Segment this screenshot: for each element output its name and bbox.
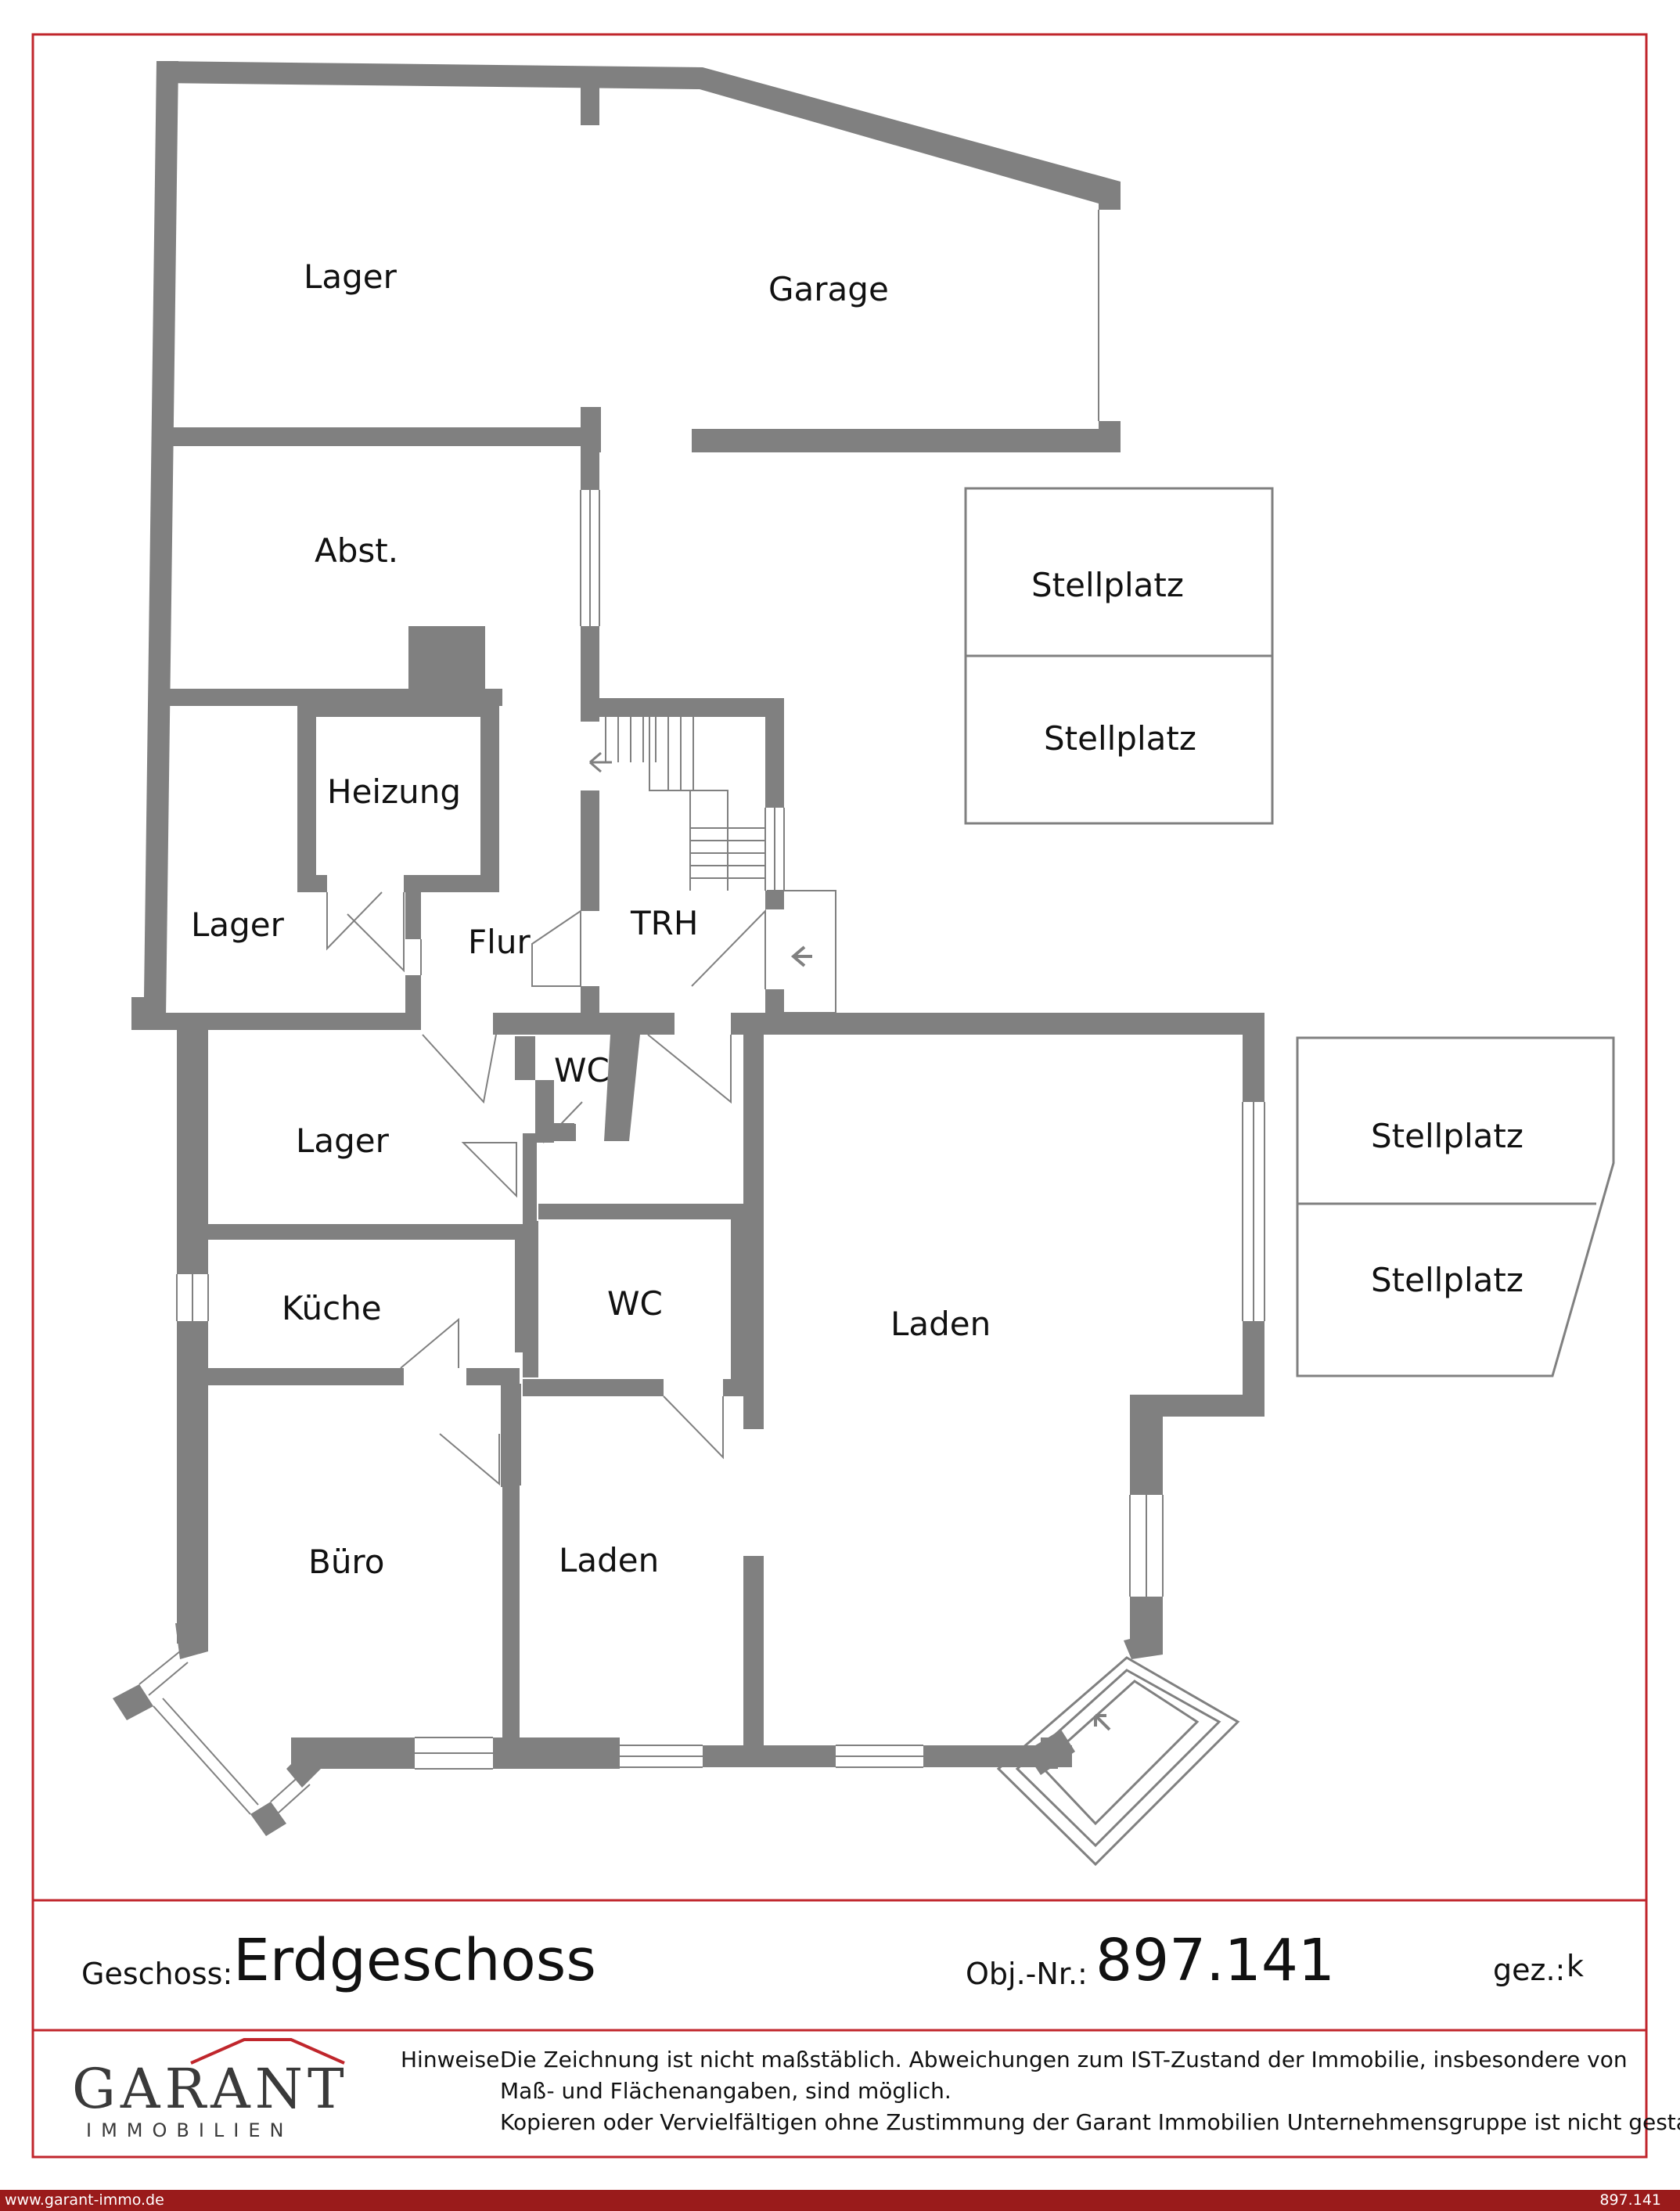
room-label-lager-mid: Lager [191, 906, 285, 944]
room-label-laden-large: Laden [890, 1305, 991, 1343]
doors [326, 707, 836, 1486]
drawn-by-label: gez.: [1493, 1953, 1566, 1987]
logo-wordmark: GARANT [72, 2057, 349, 2121]
room-label-wc-small: WC [554, 1051, 610, 1089]
footer-object-number: 897.141 [1599, 2191, 1661, 2209]
bottom-bar [0, 2190, 1680, 2211]
room-label-trh: TRH [630, 904, 698, 942]
parking-label-2: Stellplatz [1044, 719, 1196, 758]
floor-value: Erdgeschoss [233, 1927, 596, 1994]
garant-logo: GARANT IMMOBILIEN [72, 2035, 349, 2144]
disclaimer-label: Hinweise: [401, 2047, 507, 2072]
floor-label: Geschoss: [81, 1957, 233, 1991]
room-label-heizung: Heizung [327, 772, 461, 811]
parking-label-3: Stellplatz [1371, 1117, 1524, 1155]
object-number-label: Obj.-Nr.: [966, 1957, 1088, 1991]
object-number-value: 897.141 [1095, 1927, 1336, 1994]
website-url: www.garant-immo.de [5, 2191, 164, 2209]
room-label-buero: Büro [308, 1543, 384, 1581]
room-label-flur: Flur [468, 923, 531, 961]
disclaimer-text: Die Zeichnung ist nicht maßstäblich. Abw… [500, 2047, 1628, 2104]
logo-subtitle: IMMOBILIEN [86, 2119, 293, 2141]
disclaimer-copyright: Kopieren oder Vervielfältigen ohne Zusti… [500, 2109, 1680, 2135]
stairs [605, 717, 765, 891]
walls [113, 61, 1264, 1836]
windows [139, 210, 1265, 1815]
room-label-lager-top: Lager [304, 257, 398, 296]
parking-areas [964, 487, 1615, 1377]
page-frame [31, 33, 1648, 2159]
parking-label-1: Stellplatz [1031, 566, 1184, 604]
room-label-kueche: Küche [282, 1289, 382, 1327]
room-label-garage: Garage [768, 270, 889, 308]
logo-roof-icon [190, 2038, 345, 2065]
room-label-abst: Abst. [315, 531, 398, 570]
parking-label-4: Stellplatz [1371, 1261, 1524, 1299]
room-label-lager-low: Lager [296, 1122, 390, 1160]
room-label-wc-large: WC [607, 1284, 663, 1323]
drawn-by-value: k [1567, 1949, 1585, 1983]
entrance-bay [996, 1656, 1240, 1867]
room-label-laden-small: Laden [559, 1541, 659, 1579]
